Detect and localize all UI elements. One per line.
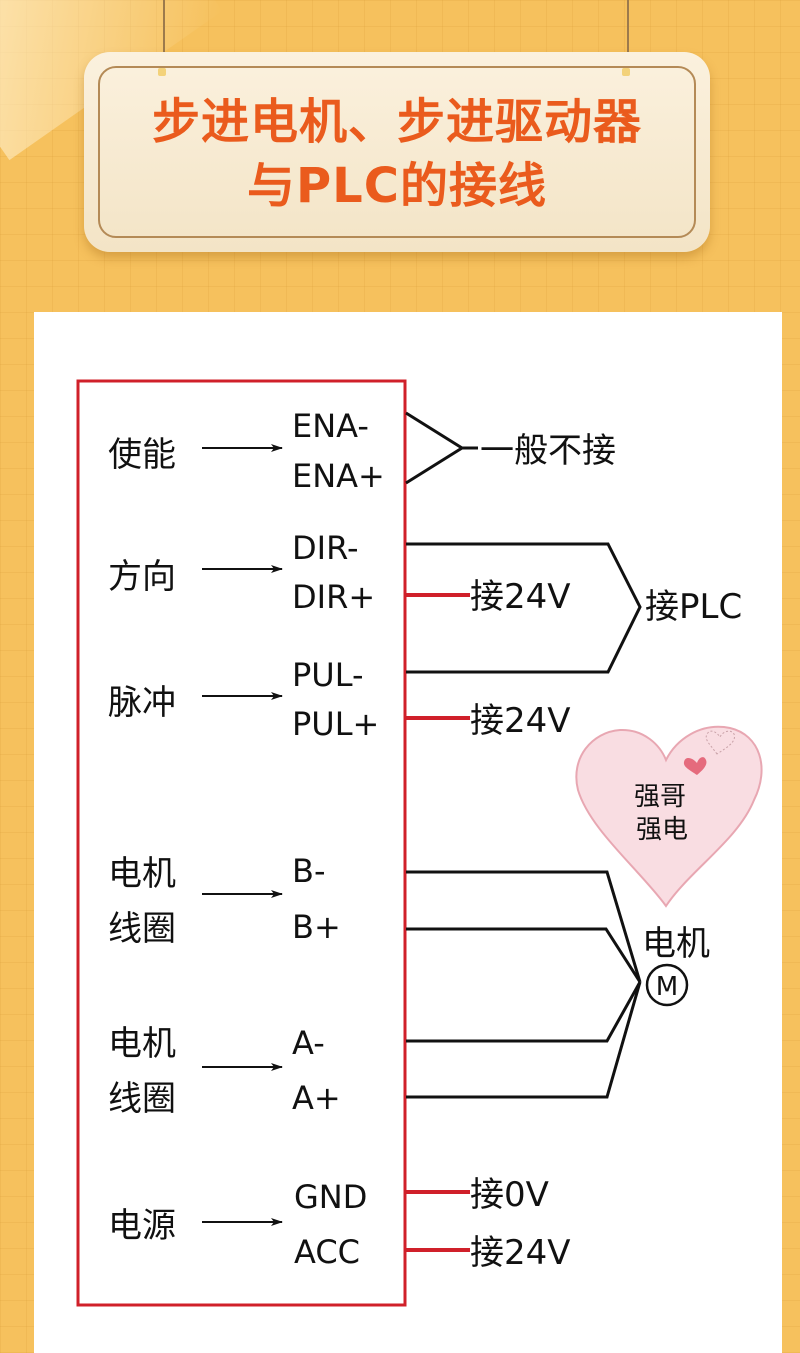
terminal-a-minus: A- [292,1024,325,1062]
rope-nail-left [158,68,166,76]
title-line-1: 步进电机、步进驱动器 [151,94,642,150]
ena-note: 一般不接 [480,431,616,471]
terminal-dir-plus: DIR+ [292,578,375,616]
gnd-0v: 接0V [470,1175,549,1215]
heart-watermark: 强哥 强电 [575,725,763,908]
terminal-pul-minus: PUL- [292,656,364,694]
pul-plus-24v: 接24V [470,701,571,741]
group-pulse: 脉冲 PUL- PUL+ [108,656,379,743]
group-label-coil-b-line2: 线圈 [108,909,176,949]
stepper-driver-box [76,379,407,1307]
group-label-enable: 使能 [108,435,176,475]
terminal-b-plus: B+ [292,908,341,946]
terminal-dir-minus: DIR- [292,529,359,567]
title-line-2: 与PLC的接线 [247,158,547,214]
terminal-ena-minus: ENA- [292,407,369,445]
terminal-a-plus: A+ [292,1079,341,1117]
group-direction: 方向 DIR- DIR+ [108,529,375,616]
group-coil-a: 电机 线圈 A- A+ [108,1024,341,1119]
hanging-rope-right [627,0,629,72]
group-power: 电源 GND ACC [108,1178,367,1271]
terminal-pul-plus: PUL+ [292,705,379,743]
terminal-gnd: GND [294,1178,367,1216]
rope-nail-right [622,68,630,76]
group-coil-b: 电机 线圈 B- B+ [108,852,341,949]
dir-plus-24v: 接24V [470,577,571,617]
page-title: 步进电机、步进驱动器 与PLC的接线 [84,90,710,218]
title-sign-frame [98,66,696,238]
group-label-coil-a-line1: 电机 [108,1024,176,1064]
watermark-line-1: 强哥 [634,782,686,812]
acc-24v: 接24V [470,1233,571,1273]
terminal-b-minus: B- [292,852,326,890]
terminal-acc: ACC [294,1233,360,1271]
group-label-direction: 方向 [108,557,176,597]
watermark-line-2: 强电 [636,815,688,845]
group-label-coil-b-line1: 电机 [108,854,176,894]
hanging-rope-left [163,0,165,72]
group-label-power: 电源 [108,1206,176,1246]
motor-label: 电机 [642,924,710,964]
ena-bracket [405,411,465,485]
group-label-coil-a-line2: 线圈 [108,1079,176,1119]
motor-wires [406,870,642,1099]
svg-text:M: M [656,972,678,1002]
small-heart-icon [683,757,707,775]
motor-symbol-icon: M [645,963,689,1007]
group-label-pulse: 脉冲 [108,683,176,723]
heart-icon [575,725,763,908]
terminal-ena-plus: ENA+ [292,457,385,495]
plc-wire-bracket [406,542,642,674]
title-sign: 步进电机、步进驱动器 与PLC的接线 [84,52,710,252]
plc-label: 接PLC [645,587,742,627]
group-enable: 使能 ENA- ENA+ [108,407,385,495]
